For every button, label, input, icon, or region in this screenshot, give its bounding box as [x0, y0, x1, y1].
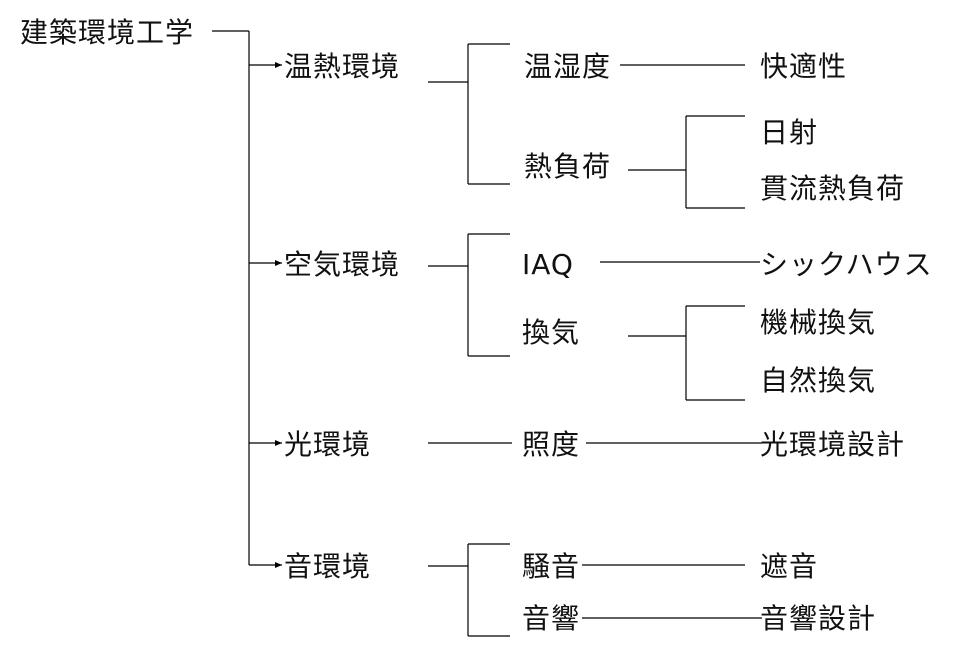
level3-node: 遮音 [760, 550, 819, 583]
level1-node: 音環境 [284, 550, 372, 583]
level2-node: 熱負荷 [524, 150, 612, 183]
level3-node: 音響設計 [760, 602, 877, 635]
level2-node: 換気 [522, 316, 581, 349]
level3-node: 快適性 [760, 50, 848, 83]
level1-node: 光環境 [284, 428, 372, 461]
level3-node: 機械換気 [760, 306, 877, 339]
level2-node: IAQ [522, 248, 574, 281]
level3-node: 光環境設計 [760, 428, 906, 461]
level2-node: 照度 [522, 428, 581, 461]
level1-node: 温熱環境 [284, 50, 401, 83]
root-node: 建築環境工学 [20, 16, 195, 49]
level1-node: 空気環境 [284, 248, 401, 281]
level2-node: 温湿度 [524, 50, 612, 83]
level2-node: 音響 [522, 602, 581, 635]
level3-node: 貫流熱負荷 [760, 172, 906, 205]
level3-node: 日射 [760, 116, 819, 149]
level3-node: シックハウス [760, 248, 933, 281]
level2-node: 騒音 [522, 550, 581, 583]
level3-node: 自然換気 [760, 364, 877, 397]
